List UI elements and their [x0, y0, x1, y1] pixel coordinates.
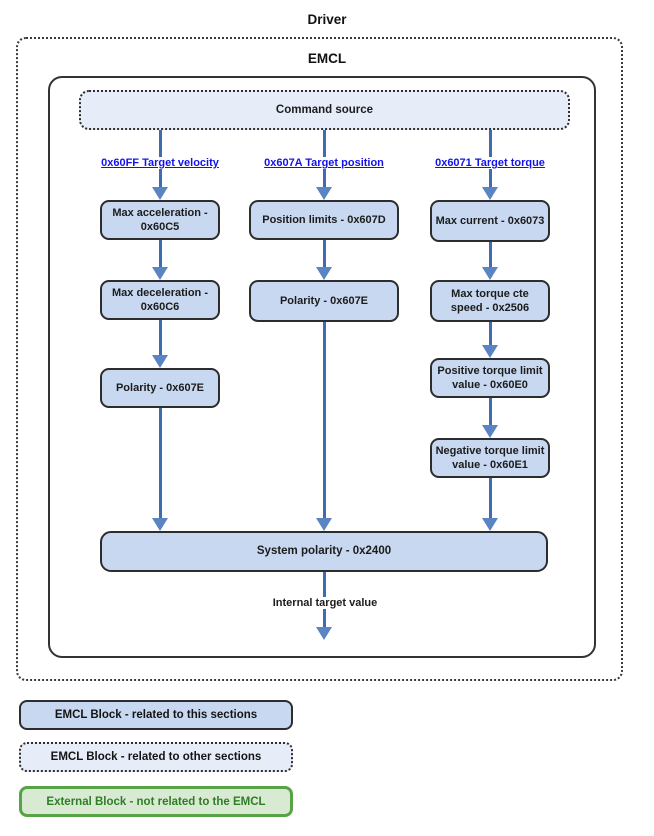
polarity-velocity-block: Polarity - 0x607E [100, 368, 220, 408]
driver-boundary-box [16, 37, 623, 681]
max-acceleration-block: Max acceleration - 0x60C5 [100, 200, 220, 240]
arrow-maxtcs-to-postq-line [489, 322, 492, 345]
arrow-postq-to-negtq-line [489, 398, 492, 425]
negative-torque-limit-block: Negative torque limit value - 0x60E1 [430, 438, 550, 478]
positive-torque-limit-block: Positive torque limit value - 0x60E0 [430, 358, 550, 398]
legend-external-block: External Block - not related to the EMCL [19, 786, 293, 817]
command-source-block: Command source [79, 90, 570, 130]
system-polarity-block: System polarity - 0x2400 [100, 531, 548, 572]
legend-emcl-current-section: EMCL Block - related to this sections [19, 700, 293, 730]
arrow-cmd-to-position-head [316, 187, 332, 200]
arrow-polarity-pos-to-system-head [316, 518, 332, 531]
arrow-poslim-to-polarity-line [323, 240, 326, 267]
internal-target-value-label: Internal target value [268, 597, 382, 609]
arrow-cmd-to-torque-head [482, 187, 498, 200]
arrow-cmd-to-velocity-head [152, 187, 168, 200]
max-current-block: Max current - 0x6073 [430, 200, 550, 242]
arrow-maxcur-to-maxtcs-head [482, 267, 498, 280]
position-limits-block: Position limits - 0x607D [249, 200, 399, 240]
target-velocity-link[interactable]: 0x60FF Target velocity [98, 157, 222, 169]
target-position-link[interactable]: 0x607A Target position [261, 157, 387, 169]
arrow-negtq-to-system-head [482, 518, 498, 531]
max-deceleration-block: Max deceleration - 0x60C6 [100, 280, 220, 320]
emcl-boundary-box [48, 76, 596, 658]
emcl-title: EMCL [307, 51, 347, 66]
arrow-maxacc-to-maxdec-head [152, 267, 168, 280]
arrow-maxcur-to-maxtcs-line [489, 242, 492, 267]
arrow-maxtcs-to-postq-head [482, 345, 498, 358]
arrow-negtq-to-system-line [489, 478, 492, 518]
arrow-maxdec-to-polarity-line [159, 320, 162, 355]
arrow-polarity-pos-to-system-line [323, 322, 326, 518]
arrow-maxdec-to-polarity-head [152, 355, 168, 368]
arrow-system-to-output-head [316, 627, 332, 640]
arrow-polarity-vel-to-system-line [159, 408, 162, 518]
polarity-position-block: Polarity - 0x607E [249, 280, 399, 322]
arrow-postq-to-negtq-head [482, 425, 498, 438]
arrow-polarity-vel-to-system-head [152, 518, 168, 531]
arrow-poslim-to-polarity-head [316, 267, 332, 280]
driver-title: Driver [307, 12, 347, 27]
target-torque-link[interactable]: 0x6071 Target torque [432, 157, 548, 169]
legend-emcl-other-section: EMCL Block - related to other sections [19, 742, 293, 772]
max-torque-cte-speed-block: Max torque cte speed - 0x2506 [430, 280, 550, 322]
arrow-maxacc-to-maxdec-line [159, 240, 162, 267]
